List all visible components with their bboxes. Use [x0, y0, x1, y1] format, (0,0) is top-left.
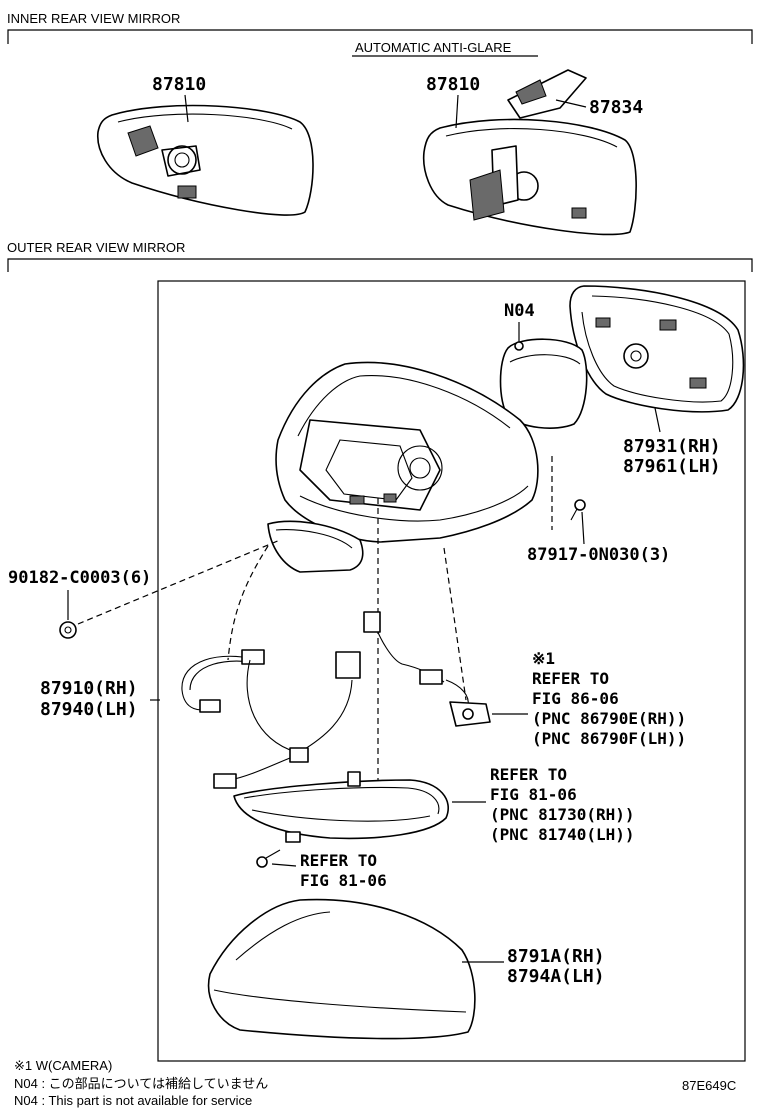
turn-signal-lamp — [233, 771, 449, 843]
camera-mark: ※1 — [532, 649, 555, 668]
part-number-87931-rh: 87931(RH) — [623, 436, 721, 457]
lamp-ref-line3: (PNC 81730(RH)) — [490, 805, 635, 824]
inner-section-title: INNER REAR VIEW MIRROR — [7, 11, 180, 26]
inner-section-bracket — [7, 29, 753, 44]
outer-mirror-housing — [267, 361, 539, 573]
part-number-87834: 87834 — [589, 97, 643, 118]
part-number-87810-auto: 87810 — [426, 74, 480, 95]
dash-housing-to-camera — [443, 547, 467, 701]
note-n04-en: N04 : This part is not available for ser… — [14, 1093, 252, 1108]
figure-code: 87E649C — [682, 1078, 736, 1093]
part-number-8794a-lh: 8794A(LH) — [507, 966, 605, 987]
leader-87810-std — [184, 94, 189, 123]
part-number-87910-rh: 87910(RH) — [40, 678, 138, 699]
note-n04-ja: N04 : この部品については補給していません — [14, 1076, 268, 1091]
leader-87931 — [654, 407, 661, 433]
wiring-harness — [181, 649, 361, 789]
inner-mirror-standard — [97, 104, 314, 216]
outer-mirror-frame — [157, 280, 746, 1062]
camera-ref-line3: (PNC 86790E(RH)) — [532, 709, 686, 728]
camera-ref-line2: FIG 86-06 — [532, 689, 619, 708]
lamp-ref-line4: (PNC 81740(LH)) — [490, 825, 635, 844]
part-number-87917: 87917-0N030(3) — [527, 545, 670, 565]
part-number-87810-std: 87810 — [152, 74, 206, 95]
mirror-cover — [207, 898, 476, 1040]
screw-87917 — [570, 499, 586, 521]
lamp-ref-line2: FIG 81-06 — [490, 785, 577, 804]
part-number-90182: 90182-C0003(6) — [8, 568, 151, 588]
lamp-screw — [256, 849, 281, 868]
dash-nut-to-housing — [77, 539, 281, 625]
lamp-ref-line1: REFER TO — [490, 765, 567, 784]
leader-87810-auto — [455, 94, 459, 129]
leader-87917 — [581, 511, 585, 545]
camera-assembly — [363, 611, 491, 727]
outer-section-bracket — [7, 258, 753, 272]
camera-ref-line4: (PNC 86790F(LH)) — [532, 729, 686, 748]
camera-ref-line1: REFER TO — [532, 669, 609, 688]
dash-housing-to-harness — [227, 545, 269, 661]
lamp-screw-ref-line2: FIG 81-06 — [300, 871, 387, 890]
leader-87834 — [555, 99, 587, 108]
nut-90182 — [59, 621, 77, 639]
auto-antiglare-label: AUTOMATIC ANTI-GLARE — [355, 40, 512, 55]
part-number-87961-lh: 87961(LH) — [623, 456, 721, 477]
mirror-glass — [569, 285, 745, 413]
outer-section-title: OUTER REAR VIEW MIRROR — [7, 240, 185, 255]
part-number-8791a-rh: 8791A(RH) — [507, 946, 605, 967]
part-code-n04: N04 — [504, 301, 535, 321]
note-camera: ※1 W(CAMERA) — [14, 1058, 112, 1073]
inner-mirror-auto — [422, 69, 637, 236]
lamp-screw-ref-line1: REFER TO — [300, 851, 377, 870]
part-number-87940-lh: 87940(LH) — [40, 699, 138, 720]
gasket-n04 — [499, 338, 588, 429]
leader-lamp-screw — [271, 863, 297, 867]
